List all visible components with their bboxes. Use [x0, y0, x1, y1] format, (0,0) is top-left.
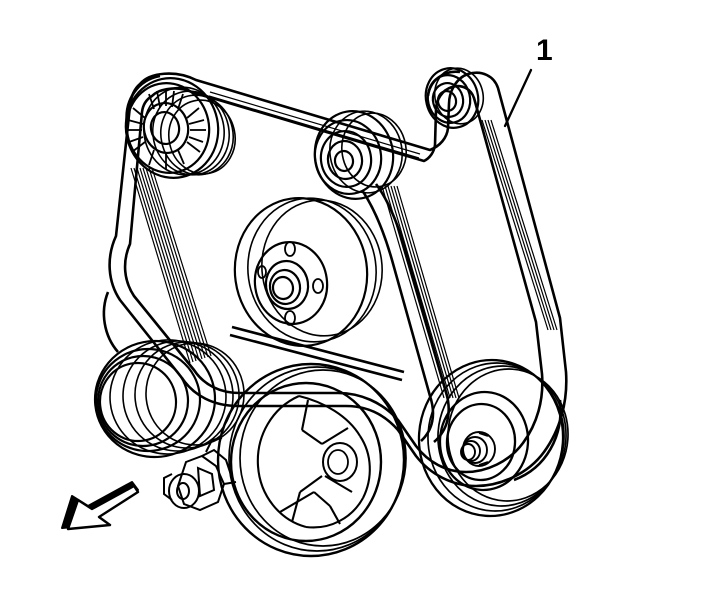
water-pump-pulley — [233, 197, 383, 347]
power-steering-pump-pulley — [124, 77, 236, 179]
generator-center-nut — [460, 431, 496, 467]
belt-rib-lines — [130, 91, 558, 399]
idler-pulley-upper-middle — [313, 110, 407, 200]
belt-inner-branch-outer — [374, 183, 450, 443]
pulley-vanes — [126, 90, 206, 169]
belt-lower-left-run-inner — [229, 333, 403, 382]
idler-pulley-upper-right — [424, 67, 485, 129]
rotation-direction-arrow — [61, 481, 140, 531]
crankshaft-balancer — [216, 362, 407, 558]
callout-leader-line — [503, 68, 533, 128]
drive-belt — [102, 70, 568, 488]
hub-bolt-holes — [257, 241, 324, 326]
tensioner-bracket — [163, 437, 237, 512]
belt-lower-left-run-outer — [231, 325, 405, 374]
air-conditioning-compressor-pulley — [93, 339, 245, 459]
belt-inner-edge — [123, 84, 544, 474]
callout-label-1: 1 — [536, 34, 553, 67]
belt-wrap-ac — [102, 291, 119, 353]
generator-pulley — [417, 358, 569, 518]
balancer-spokes — [256, 394, 371, 529]
belt-inner-branch-inner — [360, 189, 435, 442]
